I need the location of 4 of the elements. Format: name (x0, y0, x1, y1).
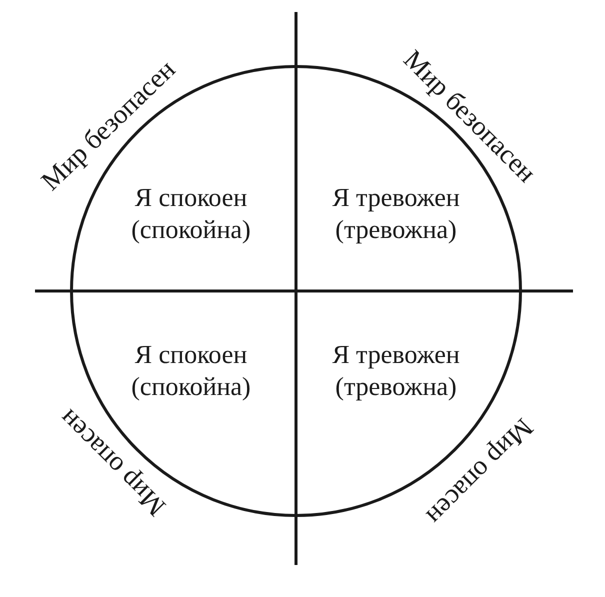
quadrant-label: Я тревожен (тревожна) (331, 339, 461, 403)
quadrant-label: Я тревожен (тревожна) (331, 183, 461, 246)
quadrant-label: Я спокоен (спокойна) (130, 182, 252, 246)
quadrant-label: Я спокоен (спокойна) (130, 339, 252, 403)
